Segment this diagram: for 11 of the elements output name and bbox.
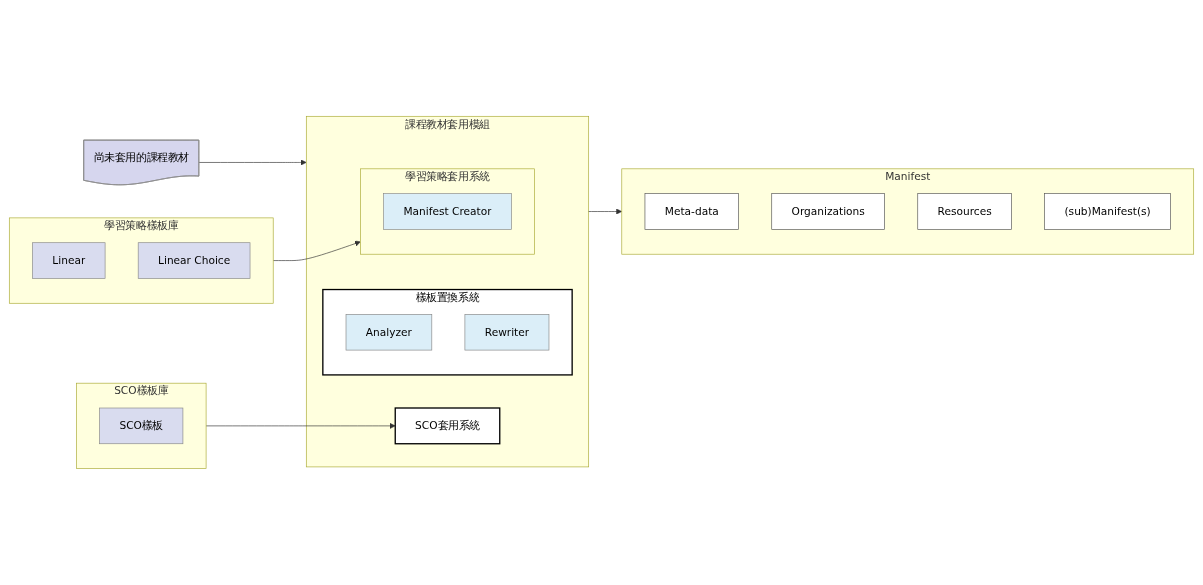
node-box: Meta-data: [644, 193, 739, 230]
node-box: Linear: [32, 242, 106, 279]
node-box: Linear Choice: [137, 242, 251, 279]
node-box: SCO套用系統: [394, 407, 501, 445]
node-box: Analyzer: [345, 314, 433, 351]
node-box: SCO樣板: [99, 407, 184, 445]
node-box: Organizations: [771, 193, 885, 230]
node-box: Manifest Creator: [383, 193, 512, 230]
node-box: Resources: [917, 193, 1012, 230]
node-box: (sub)Manifest(s): [1044, 193, 1171, 230]
node-box: Rewriter: [464, 314, 550, 351]
